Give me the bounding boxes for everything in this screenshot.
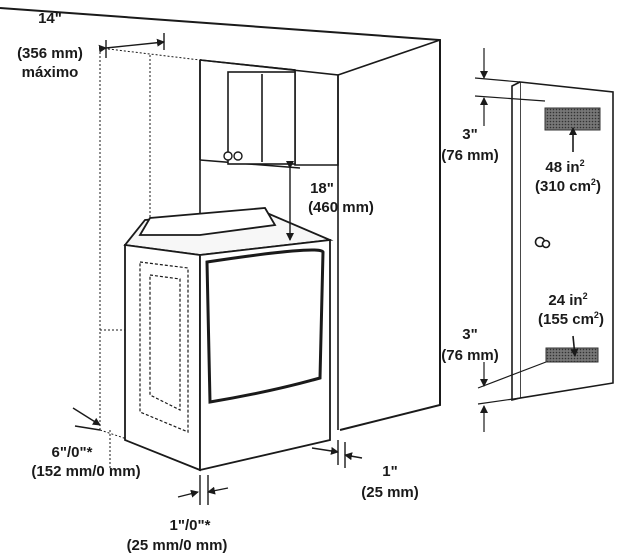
bottom-vent-icon — [545, 347, 599, 363]
back-wall — [0, 7, 441, 431]
side-clearance-mm: (152 mm/0 mm) — [31, 463, 140, 480]
dryer — [123, 207, 334, 472]
side-clearance-inches: 6"/0"* — [52, 444, 93, 461]
closet-door — [511, 81, 614, 402]
door-top-spacing-mm: (76 mm) — [441, 147, 499, 164]
cabinet-knob-icons — [223, 151, 243, 161]
dryer-side — [124, 243, 201, 472]
top-clearance-note: máximo — [22, 64, 79, 81]
dimension-lines — [72, 33, 363, 505]
upper-cabinet — [199, 59, 339, 169]
rear-clearance-inches: 1" — [382, 463, 397, 480]
door-bottom-spacing-inches: 3" — [462, 326, 477, 343]
cabinet-gap-mm: (460 mm) — [308, 199, 374, 216]
cabinet-gap-inches: 18" — [310, 180, 334, 197]
vent-arrows — [569, 127, 579, 357]
door-bottom-spacing-mm: (76 mm) — [441, 347, 499, 364]
top-vent-icon — [544, 107, 601, 131]
door-top-spacing-inches: 3" — [462, 126, 477, 143]
door-edge — [511, 81, 521, 402]
bottom-vent-area-metric: (155 cm2) — [538, 310, 604, 328]
front-clearance-mm: (25 mm/0 mm) — [127, 537, 228, 554]
top-clearance-inches: 14" — [38, 10, 62, 27]
rear-clearance-mm: (25 mm) — [361, 484, 419, 501]
side-panel-recess — [149, 274, 181, 411]
front-clearance-inches: 1"/0"* — [170, 517, 211, 534]
top-clearance-mm: (356 mm) — [17, 45, 83, 62]
dryer-console — [138, 207, 277, 236]
top-clearance-line — [98, 38, 165, 53]
side-panel-outline — [139, 261, 189, 433]
top-vent-area-label: 48 in2 — [545, 158, 584, 176]
top-vent-area-metric: (310 cm2) — [535, 177, 601, 195]
bottom-vent-area-label: 24 in2 — [548, 291, 587, 309]
door-dimension-lines — [474, 48, 547, 432]
dryer-door — [205, 248, 325, 404]
